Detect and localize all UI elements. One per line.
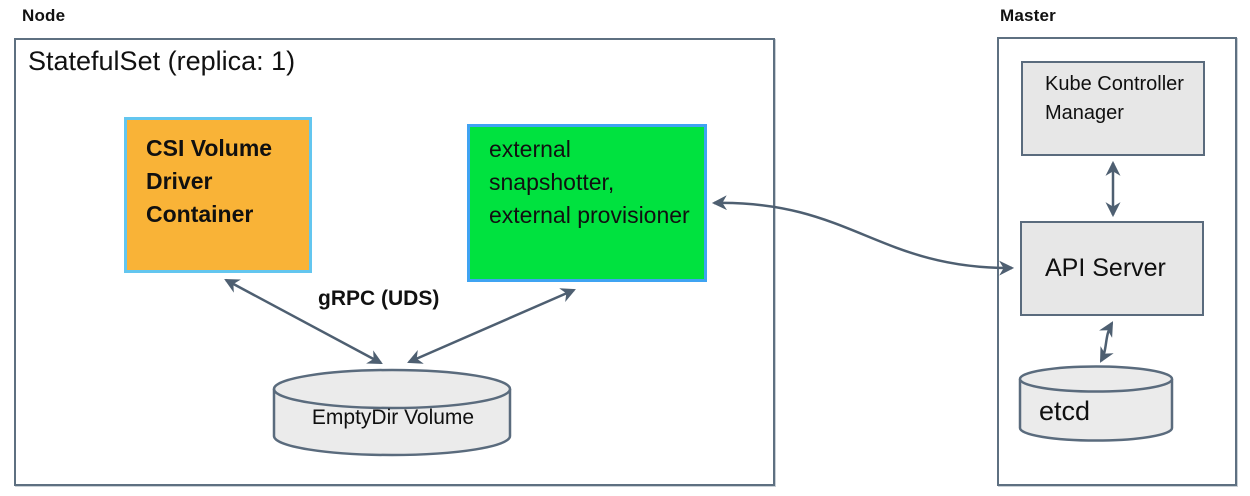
statefulset-title: StatefulSet (replica: 1) [28,46,296,76]
grpc-uds-label: gRPC (UDS) [318,287,440,310]
etcd-label: etcd [1039,396,1091,426]
kube-controller-manager-box: Kube Controller Manager [1021,61,1205,156]
external-snapshotter-provisioner-box: external snapshotter, external provision… [467,124,707,282]
emptydir-volume-label: EmptyDir Volume [311,406,475,429]
node-group-label: Node [22,6,66,25]
master-group-label: Master [1000,6,1057,25]
csi-volume-driver-container-box: CSI Volume Driver Container [124,117,312,273]
api-server-box: API Server [1020,221,1204,316]
